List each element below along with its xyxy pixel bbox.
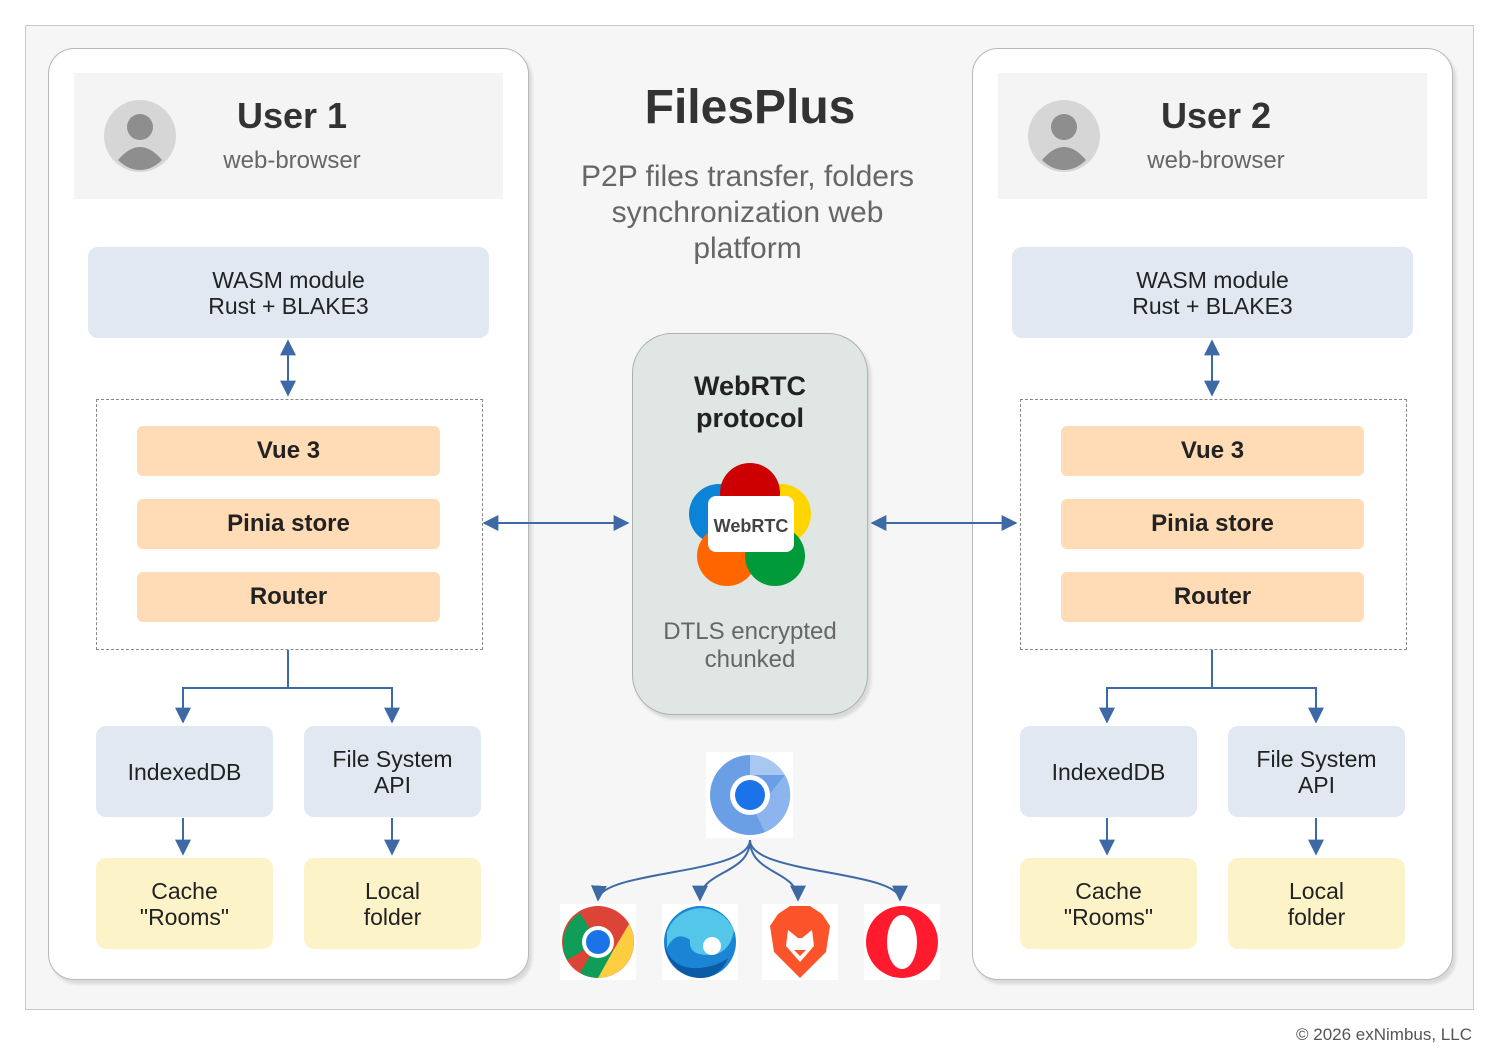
to-fs-api-arrow	[288, 687, 400, 724]
indexeddb-box: IndexedDB	[1020, 726, 1197, 817]
chromium-to-opera-arrow	[749, 839, 908, 902]
app-title: FilesPlus	[644, 81, 856, 134]
brave-icon	[762, 904, 838, 980]
webrtc-protocol-box: WebRTC protocol WebRTC DTLS encrypted ch…	[632, 333, 868, 715]
webrtc-logo-text: WebRTC	[714, 516, 789, 536]
local-line1: Local	[1289, 877, 1344, 904]
opera-icon	[864, 904, 940, 980]
to-indexeddb-arrow	[175, 650, 289, 724]
vue-box: Vue 3	[1061, 426, 1364, 476]
wasm-line2: Rust + BLAKE3	[208, 292, 369, 319]
local-line2: folder	[363, 903, 422, 930]
fs-api-line1: File System	[1256, 745, 1377, 772]
indexeddb-label: IndexedDB	[1051, 758, 1166, 785]
router-box: Router	[1061, 572, 1364, 622]
wasm-line2: Rust + BLAKE3	[1132, 292, 1293, 319]
chromium-to-edge-arrow	[692, 839, 751, 902]
subtitle-line: platform	[693, 232, 802, 265]
router-box: Router	[137, 572, 440, 622]
cache-line2: "Rooms"	[139, 903, 230, 930]
frontend-group	[1020, 399, 1407, 650]
subtitle-line: synchronization web	[611, 196, 884, 229]
local-line2: folder	[1287, 903, 1346, 930]
user-name: User 1	[236, 95, 348, 136]
copyright-text: © 2026 exNimbus, LLC	[1295, 1025, 1472, 1044]
chromium-icon	[706, 752, 793, 838]
cache-line1: Cache	[1075, 877, 1142, 904]
edge-icon	[662, 904, 738, 980]
protocol-title-line1: WebRTC	[694, 371, 806, 401]
chrome-icon	[560, 904, 636, 980]
to-indexeddb-arrow	[1099, 650, 1213, 724]
indexeddb-box: IndexedDB	[96, 726, 273, 817]
user-2-header: User 2 web-browser	[998, 73, 1427, 199]
vue-box: Vue 3	[137, 426, 440, 476]
app-subtitle: P2P files transfer, folders synchronizat…	[555, 159, 940, 267]
cache-rooms-box: Cache"Rooms"	[1020, 858, 1197, 949]
protocol-note: DTLS encrypted chunked	[633, 618, 867, 674]
subtitle-line: P2P files transfer, folders	[581, 160, 914, 193]
chromium-to-brave-arrow	[749, 839, 806, 902]
chromium-to-chrome-arrow	[591, 839, 751, 902]
cache-line2: "Rooms"	[1063, 903, 1154, 930]
user-name: User 2	[1160, 95, 1272, 136]
local-line1: Local	[365, 877, 420, 904]
protocol-title: WebRTC protocol	[633, 370, 867, 434]
pinia-store-box: Pinia store	[137, 499, 440, 549]
cache-line1: Cache	[151, 877, 218, 904]
webrtc-logo-icon: WebRTC	[689, 463, 811, 586]
wasm-line1: WASM module	[212, 266, 365, 293]
wasm-line1: WASM module	[1136, 266, 1289, 293]
protocol-note-line2: chunked	[704, 646, 796, 673]
user-client: web-browser	[1147, 147, 1285, 174]
protocol-note-line1: DTLS encrypted	[663, 618, 837, 645]
protocol-title-line2: protocol	[696, 403, 804, 433]
pinia-store-box: Pinia store	[1061, 499, 1364, 549]
indexeddb-label: IndexedDB	[127, 758, 242, 785]
user-client: web-browser	[223, 147, 361, 174]
fs-api-line2: API	[1297, 771, 1336, 798]
to-fs-api-arrow	[1212, 687, 1324, 724]
user-avatar-icon	[1028, 100, 1100, 172]
user-1-header: User 1 web-browser	[74, 73, 503, 199]
fs-api-line2: API	[373, 771, 412, 798]
fs-api-line1: File System	[332, 745, 453, 772]
user-avatar-icon	[104, 100, 176, 172]
cache-rooms-box: Cache"Rooms"	[96, 858, 273, 949]
